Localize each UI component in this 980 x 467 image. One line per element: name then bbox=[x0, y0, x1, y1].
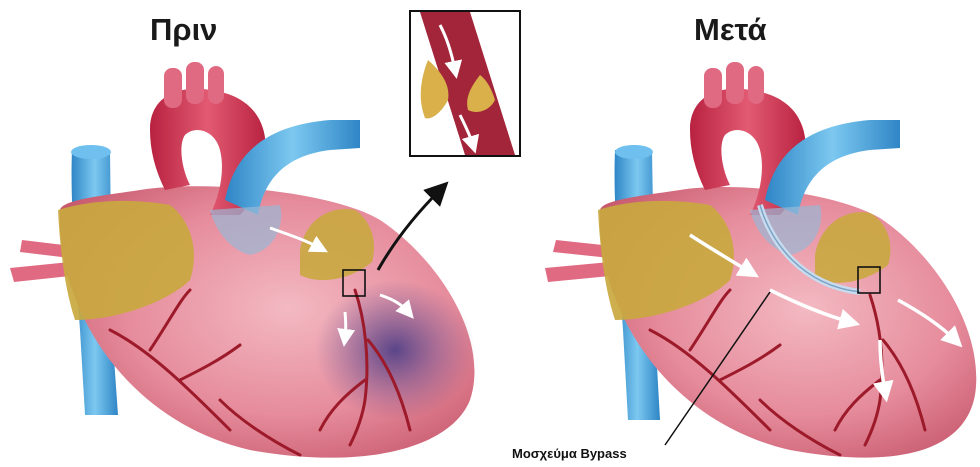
heart-before bbox=[10, 62, 475, 458]
title-before: Πριν bbox=[150, 12, 217, 48]
graft-label: Μοσχεύμα Bypass bbox=[512, 446, 627, 461]
heart-after bbox=[545, 62, 976, 458]
artery-inset bbox=[410, 11, 520, 156]
title-after: Μετά bbox=[694, 12, 767, 48]
